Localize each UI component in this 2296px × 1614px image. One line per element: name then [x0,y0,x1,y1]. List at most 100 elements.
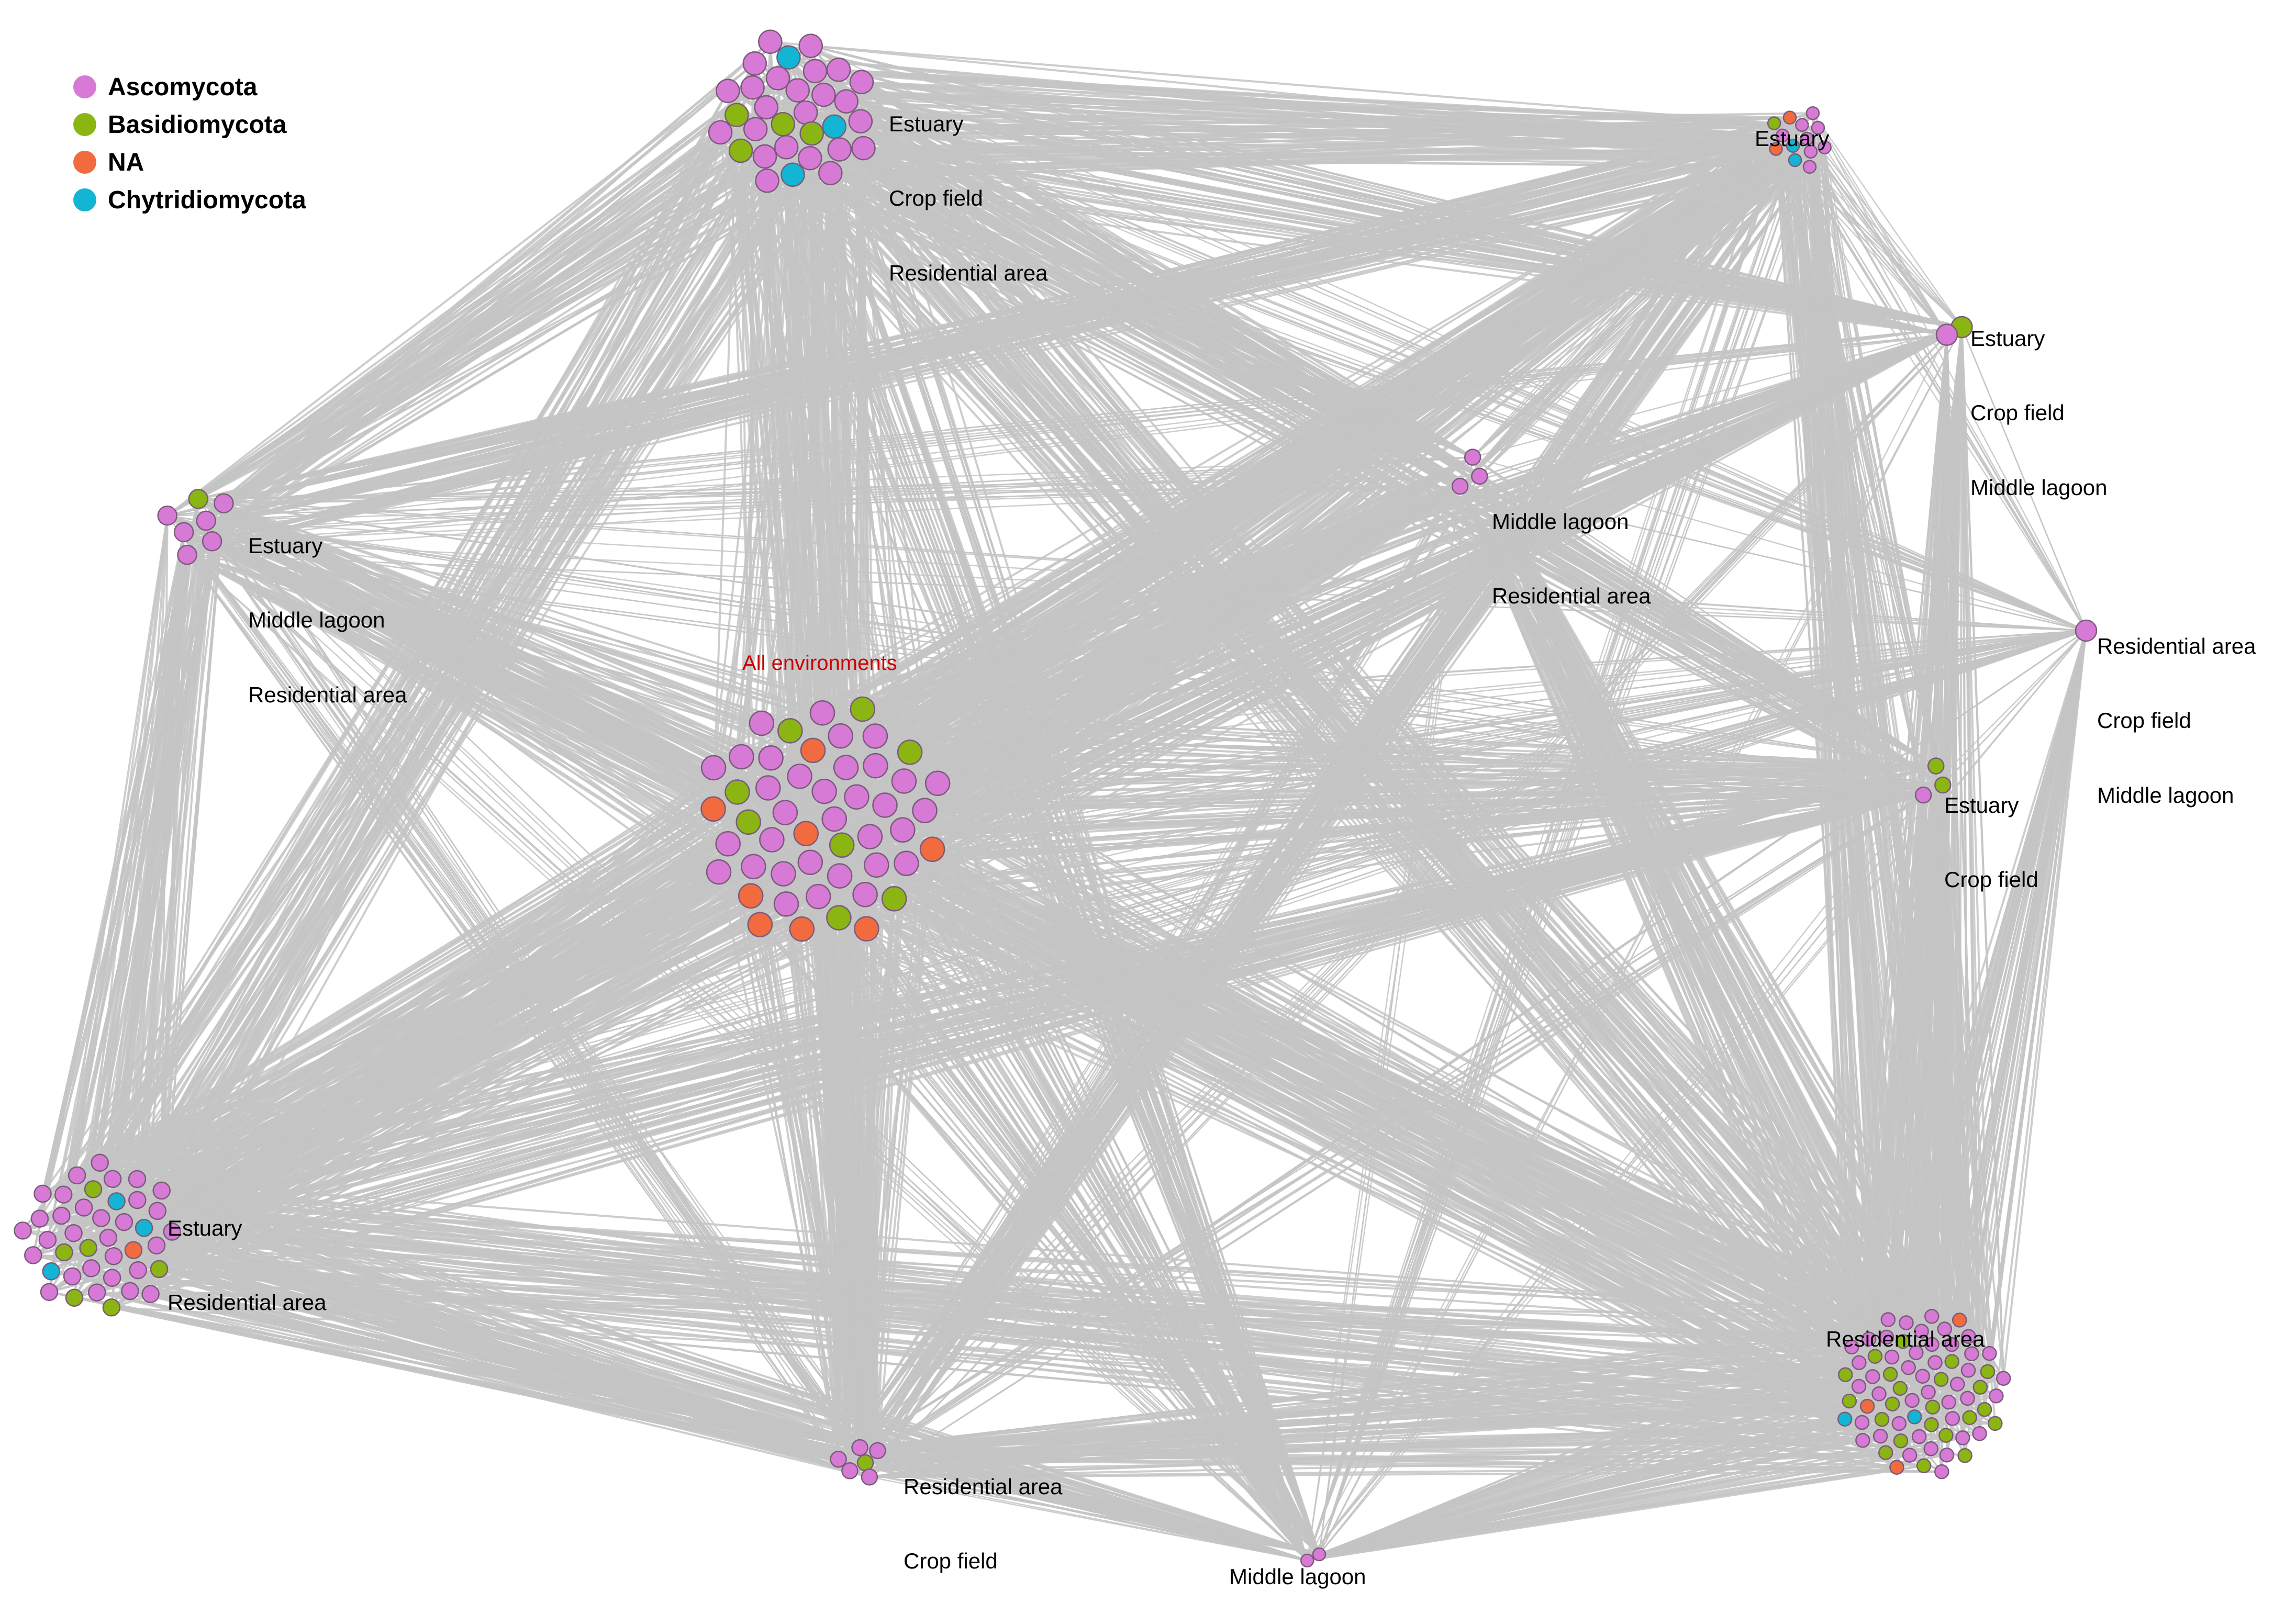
network-edge [1472,326,1962,458]
group-label-line: Residential area [904,1474,1063,1499]
network-edge [788,56,1796,161]
network-node-left-lower [152,1181,171,1200]
network-edge [874,765,1320,1555]
network-edge [167,514,876,737]
network-edge [750,895,840,1460]
network-edge [129,1290,850,1472]
network-edge [166,514,786,814]
network-node-left-lower [107,1192,126,1210]
network-node-bottom-right [1851,1378,1867,1394]
network-node-bottom-right [1878,1445,1893,1460]
group-label-bottom-small: Middle lagoon [1229,1515,1366,1614]
network-edge [198,498,863,710]
network-edge [116,1200,1852,1348]
network-node-bottom-right [1941,1395,1956,1410]
network-node-top-center [851,136,876,161]
network-edge [1792,145,2087,631]
network-edge [123,787,769,1223]
network-edge [1961,327,2087,631]
network-edge [206,456,1473,522]
network-node-left-lower [30,1209,49,1228]
legend-swatch-ascomycota [73,75,96,98]
network-edge [838,916,1898,1469]
network-node-left-lower [74,1198,93,1217]
network-node-bottom-right [1891,1416,1907,1431]
network-node-center [771,861,796,887]
network-edge [809,862,851,1471]
network-edge [1907,784,1944,1368]
network-edge [805,833,1308,1561]
network-edge [166,515,1320,1555]
network-edge [1479,475,1936,767]
network-edge [224,475,1480,504]
network-edge [124,1221,1308,1562]
network-node-center [854,916,879,942]
network-node-top-center [799,121,824,146]
network-edge [186,554,1308,1561]
network-edge [186,122,1775,556]
network-edge [224,326,1962,504]
network-edge [1810,151,1963,328]
network-node-center [749,710,775,736]
network-edge [1942,784,1953,1345]
group-label-line: Crop field [889,186,983,211]
network-edge [850,1424,1932,1472]
network-node-bottom-small [1312,1547,1327,1562]
legend-label: NA [108,148,144,176]
network-node-bottom-right [1837,1411,1853,1427]
network-edge [849,849,934,1471]
network-node-center [821,806,847,832]
network-node-center [826,905,852,931]
network-edge [116,757,772,1203]
network-node-top-center [708,120,733,145]
network-node-top-right [1818,140,1832,154]
network-node-left-lower [54,1185,73,1204]
network-node-left-lower [87,1283,106,1302]
network-node-center [828,723,853,749]
network-node-bottom-right [1925,1399,1941,1415]
network-node-center [912,798,938,823]
network-edge [1319,1436,1920,1555]
network-edge [206,520,2087,632]
network-edge [850,1361,1859,1472]
network-edge [198,127,1819,500]
network-edge [224,334,1947,504]
network-node-left-lower [40,1283,59,1301]
network-edge [821,712,1917,1354]
network-node-center [759,827,785,853]
network-edge [211,131,721,542]
network-edge [877,1356,1892,1452]
network-edge [49,1291,1320,1555]
network-edge [782,873,840,1460]
network-edge [838,69,1793,147]
group-label-line: Middle lagoon [2097,782,2234,808]
network-node-top-right [1769,142,1783,156]
group-label-line: Estuary [889,111,964,136]
network-edge [156,903,787,1247]
network-node-left-upper [196,510,216,531]
group-label-line: Crop field [904,1549,998,1574]
network-node-bottom-right [1937,1321,1952,1337]
network-node-center [773,891,799,917]
network-edge [727,843,1308,1561]
network-node-bottom-right [1907,1409,1922,1425]
network-edge [718,871,1308,1561]
network-node-top-center [848,109,873,133]
network-edge [1824,147,1948,335]
network-edge [772,784,1943,841]
group-label-line: Estuary [168,1215,242,1240]
network-node-left-lower [103,1269,121,1287]
network-node-left-lower [34,1184,52,1203]
network-edge [111,756,742,1279]
network-node-bottom-right [1944,1354,1959,1369]
network-node-bottom-right [1904,1393,1920,1408]
network-edge [821,124,1803,714]
network-edge [1889,784,1944,1375]
network-node-top-right [1800,131,1814,146]
network-edge [1319,1421,1863,1555]
group-label-bottom-right: Residential area [1826,1277,1985,1376]
legend-item-chytridiomycota: Chytridiomycota [73,181,306,219]
network-edge [224,456,1473,504]
network-edge [841,844,1308,1561]
network-node-bottom-right [1914,1324,1929,1339]
